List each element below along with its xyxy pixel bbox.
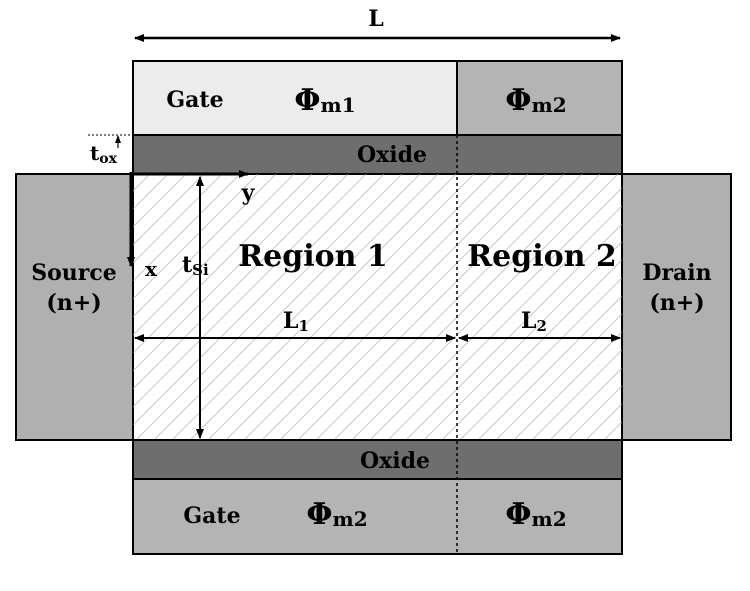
bottom-oxide-label: Oxide [360,448,430,474]
top-gate-phi-m1: Φm1 [294,83,355,118]
region-2-label: Region 2 [467,239,617,274]
top-oxide-label: Oxide [357,142,427,168]
source-label-line2: (n+) [46,290,101,316]
bottom-gate-label: Gate [183,503,240,529]
y-axis-label: y [241,180,256,206]
silicon-channel [132,173,623,441]
L1-label: L1 [283,308,309,335]
tox-label: tox [90,141,118,167]
top-gate-phi-m2: Φm2 [505,83,566,118]
bottom-gate-phi-m2-left: Φm2 [306,497,367,532]
source-label-line1: Source [31,260,117,286]
region-1-label: Region 1 [238,239,388,274]
source-region [15,173,134,441]
bottom-gate-phi-m2-right: Φm2 [505,497,566,532]
L2-label: L2 [521,308,547,335]
drain-label-line1: Drain [642,260,711,286]
x-axis-label: x [145,257,158,281]
drain-label-line2: (n+) [649,290,704,316]
top-gate-label: Gate [166,87,223,113]
length-L-label: L [368,6,383,32]
top-oxide [132,134,623,175]
bottom-gate [132,478,623,555]
top-gate-metal-2 [456,60,623,136]
tsi-label: tSi [182,252,209,279]
